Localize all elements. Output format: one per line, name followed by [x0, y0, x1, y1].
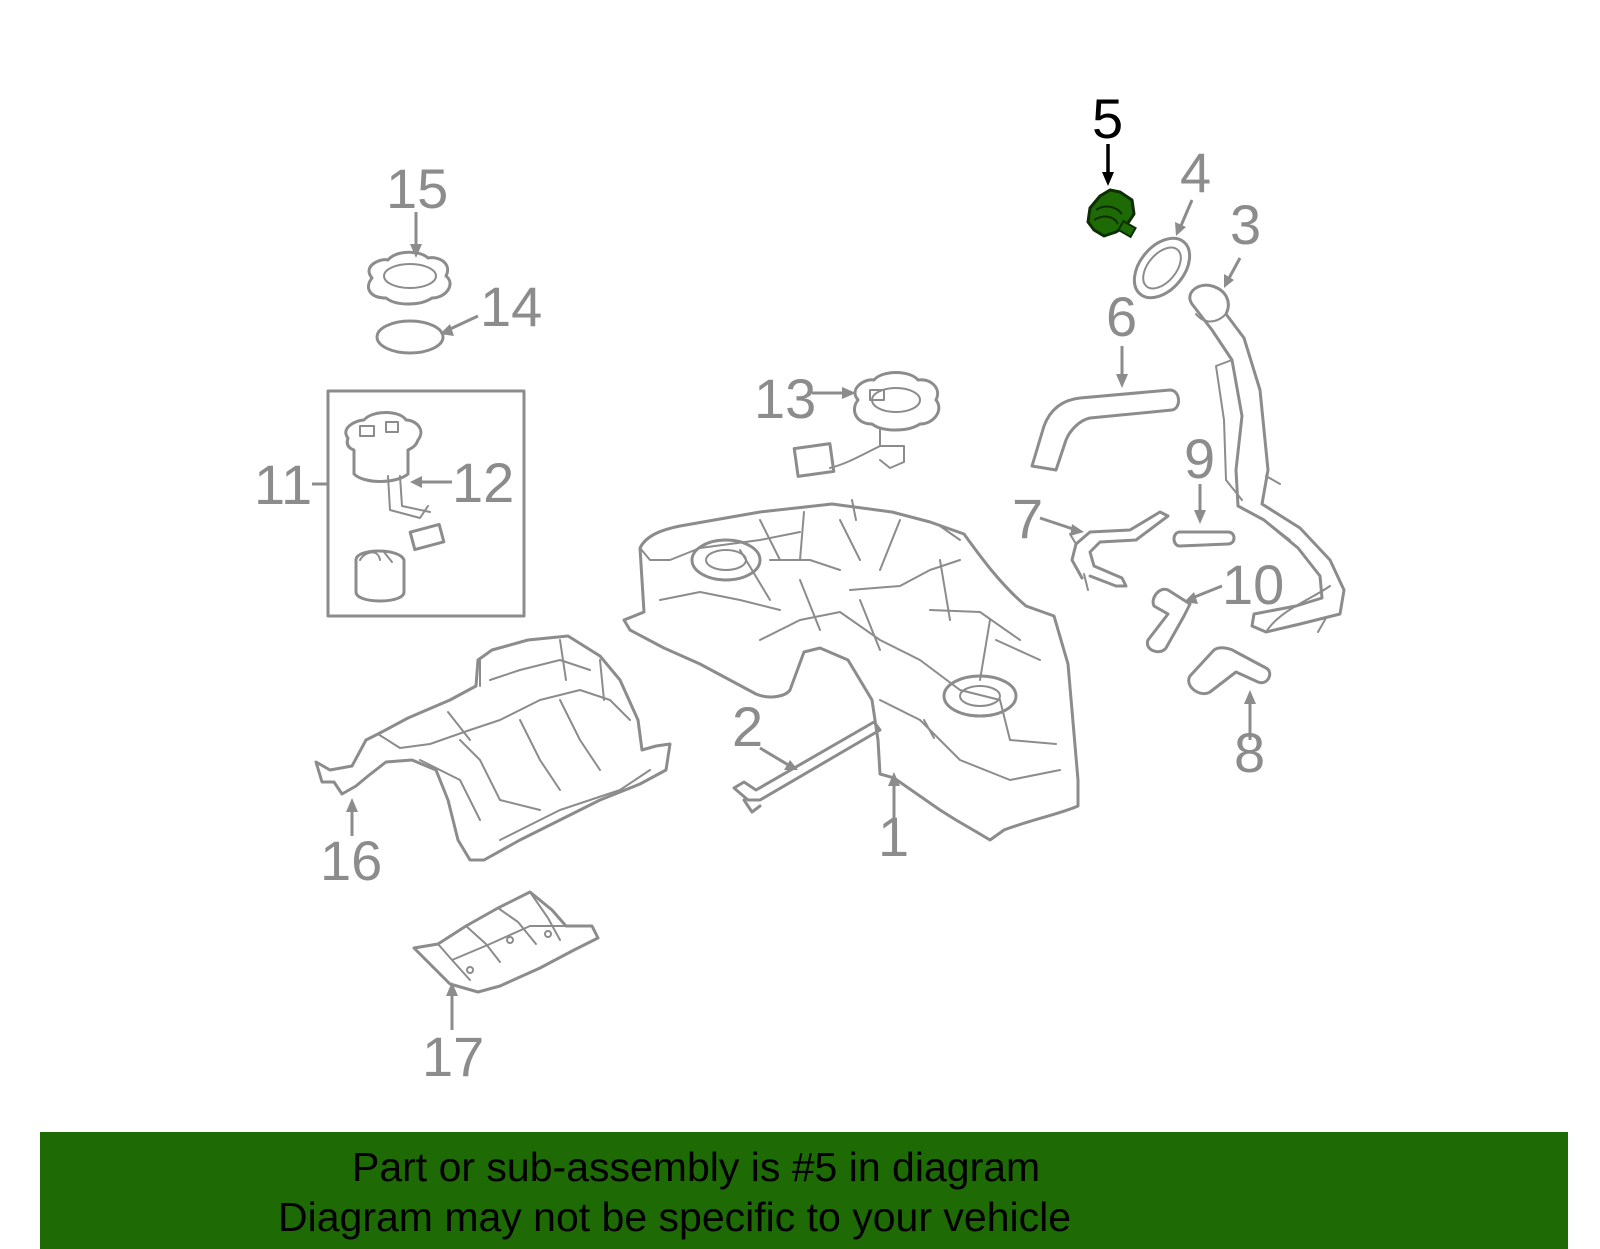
part-13-sender-unit[interactable]	[792, 371, 941, 478]
callout-3[interactable]: 3	[1230, 193, 1261, 256]
callout-11[interactable]: 11	[254, 453, 312, 516]
leader-7	[1039, 516, 1084, 536]
part-10-elbow-hose[interactable]	[1145, 587, 1192, 654]
part-7-breather-tube[interactable]	[1069, 510, 1170, 591]
banner-disclaimer-text: Diagram may not be specific to your vehi…	[278, 1194, 1072, 1240]
callout-7[interactable]: 7	[1012, 487, 1043, 550]
leader-15	[410, 212, 422, 258]
leader-12	[410, 476, 452, 488]
leader-10	[1184, 584, 1223, 604]
part-15-lock-ring[interactable]	[367, 250, 452, 306]
leader-13	[812, 387, 856, 399]
callout-12[interactable]: 12	[452, 451, 514, 514]
part-16-heat-shield[interactable]	[314, 634, 672, 862]
part-11-fuel-pump-assembly[interactable]	[326, 389, 526, 618]
part-8-elbow-hose[interactable]	[1187, 646, 1272, 695]
banner-part-text: Part or sub-assembly is #5 in diagram	[352, 1144, 1041, 1190]
part-3-filler-tube[interactable]	[1188, 283, 1346, 634]
part-17-protector[interactable]	[412, 890, 600, 994]
part-14-o-ring[interactable]	[375, 319, 445, 355]
info-banner: Part or sub-assembly is #5 in diagram Di…	[40, 1132, 1568, 1249]
leader-16	[346, 798, 358, 836]
callout-2[interactable]: 2	[732, 695, 763, 758]
part-1-fuel-tank[interactable]	[622, 499, 1080, 842]
part-2-tank-strap[interactable]	[732, 720, 882, 814]
callout-9[interactable]: 9	[1184, 427, 1215, 490]
callout-10[interactable]: 10	[1222, 553, 1284, 616]
callout-17[interactable]: 17	[422, 1025, 484, 1088]
leader-6	[1116, 346, 1128, 388]
callout-13[interactable]: 13	[754, 367, 816, 430]
leader-3	[1224, 257, 1242, 288]
leader-5	[1102, 144, 1114, 186]
part-9-hose[interactable]	[1172, 530, 1236, 548]
callout-6[interactable]: 6	[1106, 285, 1137, 348]
part-4-seal[interactable]	[1123, 228, 1200, 308]
leader-4	[1175, 199, 1194, 236]
part-5-fuel-cap[interactable]	[1086, 188, 1137, 239]
leader-9	[1194, 484, 1206, 524]
leader-2	[759, 746, 798, 770]
callout-14[interactable]: 14	[480, 275, 542, 338]
callout-16[interactable]: 16	[320, 829, 382, 892]
callout-1[interactable]: 1	[878, 805, 909, 868]
callout-8[interactable]: 8	[1234, 721, 1265, 784]
part-6-hose[interactable]	[1030, 388, 1180, 472]
callout-5[interactable]: 5	[1092, 87, 1123, 150]
leader-1	[888, 772, 900, 830]
leader-17	[446, 982, 458, 1030]
leader-8	[1244, 690, 1256, 740]
callout-4[interactable]: 4	[1180, 141, 1211, 204]
callout-15[interactable]: 15	[386, 157, 448, 220]
leader-14	[440, 314, 479, 336]
